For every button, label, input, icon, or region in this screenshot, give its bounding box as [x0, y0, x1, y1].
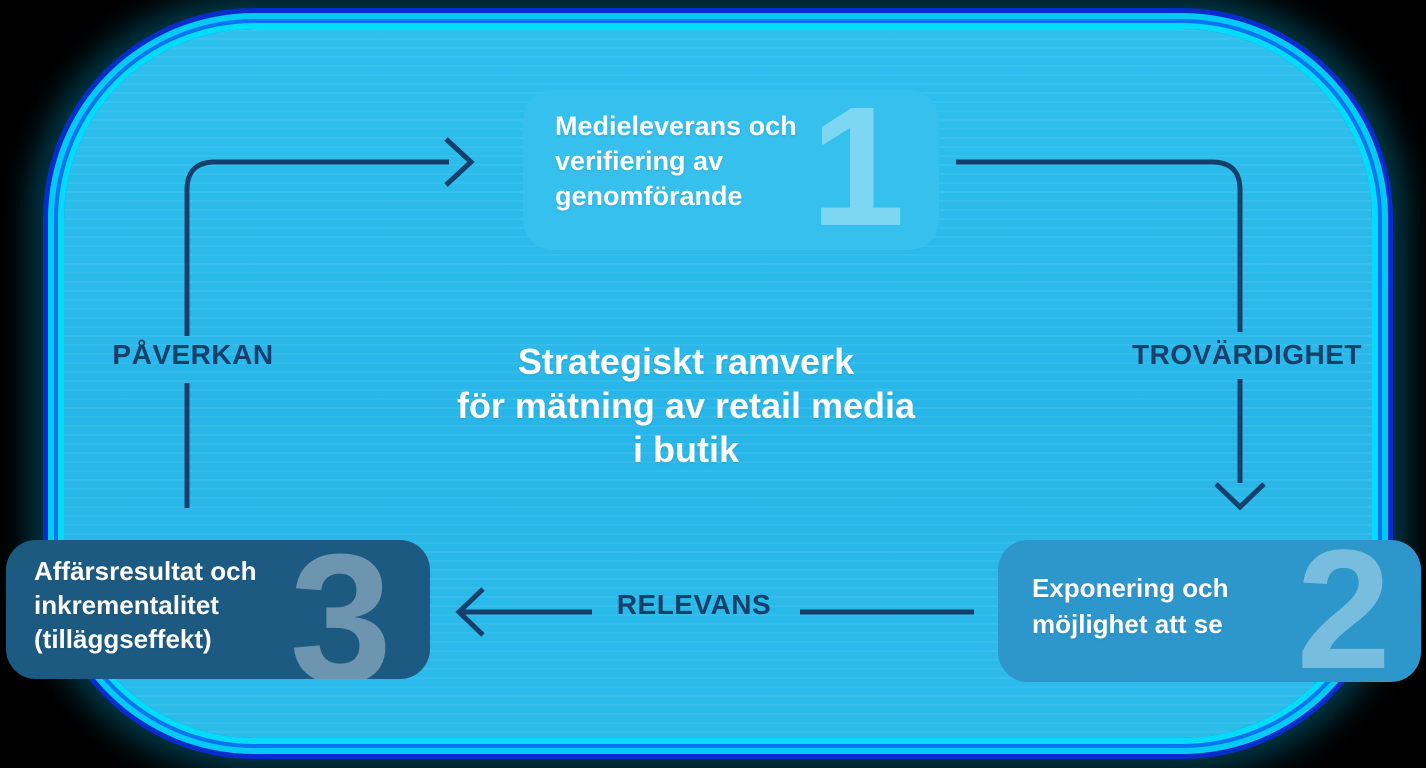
diagram-title: Strategiskt ramverk för mätning av retai…	[456, 341, 916, 470]
node-1-label: Medieleverans och verifiering av genomfö…	[555, 111, 797, 211]
arrow-trovardighet-down	[956, 159, 1266, 511]
node-1-medieleverans: Medieleverans och verifiering av genomfö…	[523, 90, 939, 250]
node-2-exponering: Exponering och möjlighet att se 2	[998, 540, 1421, 682]
node-2-number: 2	[1296, 540, 1391, 682]
edge-label-trovardighet: TROVÄRDIGHET	[1132, 339, 1362, 370]
arrow-paverkan-up	[184, 137, 475, 508]
edge-label-relevans: RELEVANS	[616, 589, 772, 620]
node-3-label: Affärsresultat och inkrementalitet (till…	[34, 556, 257, 654]
arrow-relevans-left	[455, 587, 974, 637]
node-2-label: Exponering och möjlighet att se	[1032, 573, 1229, 639]
node-3-number: 3	[289, 540, 392, 679]
edge-label-paverkan: PÅVERKAN	[112, 339, 274, 370]
node-1-number: 1	[810, 90, 905, 250]
node-3-affarsresultat: Affärsresultat och inkrementalitet (till…	[6, 540, 430, 679]
